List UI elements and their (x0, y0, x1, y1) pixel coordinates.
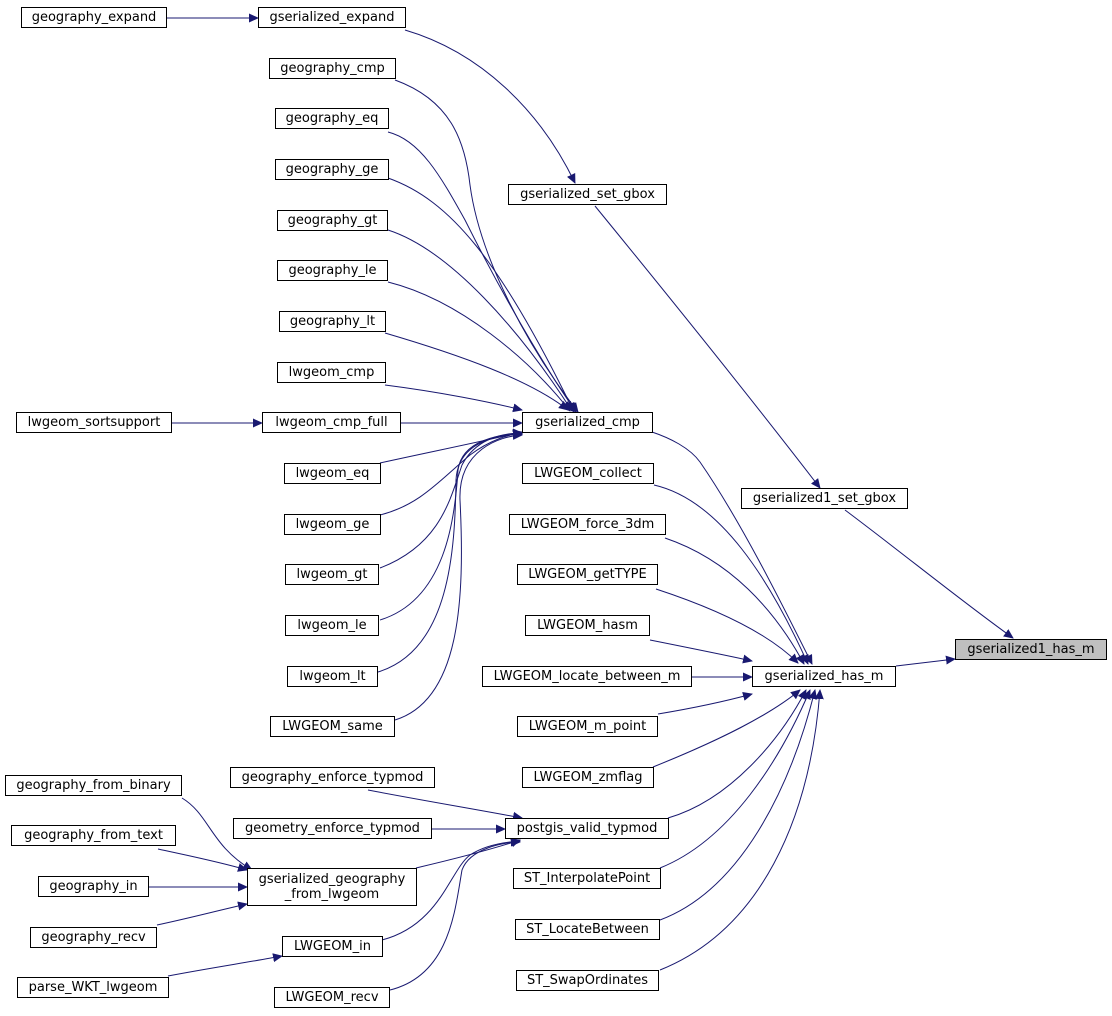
edge-geography_gt-gserialized_cmp (387, 229, 573, 412)
edge-geography_from_binary-gserialized_geography_from_lwgeom (181, 797, 253, 871)
edge-LWGEOM_hasm-gserialized_has_m (649, 639, 753, 664)
edge-geography_ge-gserialized_cmp (387, 177, 575, 413)
edge-LWGEOM_zmflag-gserialized_has_m (652, 689, 801, 768)
edge-ST_LocateBetween-gserialized_has_m (659, 689, 818, 921)
node-parse_WKT_lwgeom[interactable]: parse_WKT_lwgeom (17, 977, 169, 998)
edge-lwgeom_cmp-gserialized_cmp (384, 384, 523, 413)
node-gserialized_set_gbox[interactable]: gserialized_set_gbox (508, 184, 667, 205)
edge-LWGEOM_getTYPE-gserialized_has_m (655, 588, 799, 664)
node-geography_from_text[interactable]: geography_from_text (11, 825, 176, 846)
edge-LWGEOM_force_3dm-gserialized_has_m (664, 537, 805, 665)
node-lwgeom_cmp_full[interactable]: lwgeom_cmp_full (262, 412, 401, 433)
edge-ST_InterpolatePoint-gserialized_has_m (659, 689, 811, 869)
edge-LWGEOM_same-gserialized_cmp (394, 430, 523, 721)
node-geography_cmp[interactable]: geography_cmp (269, 58, 396, 79)
node-LWGEOM_zmflag[interactable]: LWGEOM_zmflag (522, 767, 654, 788)
node-LWGEOM_locate_between_m[interactable]: LWGEOM_locate_between_m (482, 666, 692, 687)
edge-LWGEOM_recv-postgis_valid_typmod (389, 837, 521, 991)
edge-ST_SwapOrdinates-gserialized_has_m (659, 689, 824, 971)
node-gserialized1_has_m-root: gserialized1_has_m (955, 639, 1107, 660)
node-gserialized_has_m[interactable]: gserialized_has_m (752, 666, 896, 687)
node-geography_from_binary[interactable]: geography_from_binary (5, 775, 182, 796)
node-lwgeom_ge[interactable]: lwgeom_ge (284, 514, 381, 535)
node-LWGEOM_hasm[interactable]: LWGEOM_hasm (525, 615, 650, 636)
node-gserialized_geography_from_lwgeom[interactable]: gserialized_geography _from_lwgeom (247, 868, 417, 906)
node-geography_le[interactable]: geography_le (277, 260, 388, 281)
node-geography_gt[interactable]: geography_gt (277, 210, 388, 231)
edge-lwgeom_lt-gserialized_cmp (377, 429, 523, 673)
edge-gserialized_expand-gserialized_set_gbox (404, 29, 576, 184)
node-lwgeom_cmp[interactable]: lwgeom_cmp (277, 362, 386, 383)
edge-LWGEOM_collect-gserialized_has_m (653, 484, 809, 665)
node-geography_expand[interactable]: geography_expand (21, 7, 167, 28)
node-geography_in[interactable]: geography_in (38, 876, 149, 897)
node-ST_SwapOrdinates[interactable]: ST_SwapOrdinates (516, 970, 659, 991)
node-gserialized_cmp[interactable]: gserialized_cmp (522, 412, 653, 433)
edge-lwgeom_ge-gserialized_cmp (379, 429, 523, 516)
edge-gserialized_geography_from_lwgeom-postgis_valid_typmod (415, 838, 521, 869)
edge-geography_eq-gserialized_cmp (387, 131, 577, 413)
edge-geography_from_text-gserialized_geography_from_lwgeom (157, 848, 248, 872)
node-LWGEOM_m_point[interactable]: LWGEOM_m_point (517, 716, 658, 737)
node-lwgeom_sortsupport[interactable]: lwgeom_sortsupport (16, 412, 172, 433)
node-lwgeom_lt[interactable]: lwgeom_lt (287, 666, 378, 687)
node-LWGEOM_collect[interactable]: LWGEOM_collect (522, 463, 654, 484)
node-LWGEOM_recv[interactable]: LWGEOM_recv (274, 987, 390, 1008)
node-lwgeom_eq[interactable]: lwgeom_eq (284, 463, 381, 484)
node-ST_LocateBetween[interactable]: ST_LocateBetween (515, 919, 660, 940)
edge-LWGEOM_in-postgis_valid_typmod (381, 837, 521, 941)
edge-geography_enforce_typmod-postgis_valid_typmod (367, 789, 523, 821)
node-LWGEOM_in[interactable]: LWGEOM_in (282, 936, 383, 957)
node-gserialized1_set_gbox[interactable]: gserialized1_set_gbox (741, 488, 908, 509)
node-LWGEOM_getTYPE[interactable]: LWGEOM_getTYPE (517, 564, 658, 585)
node-geography_lt[interactable]: geography_lt (279, 311, 386, 332)
node-geography_enforce_typmod[interactable]: geography_enforce_typmod (230, 767, 435, 788)
node-LWGEOM_force_3dm[interactable]: LWGEOM_force_3dm (509, 514, 666, 535)
edge-geography_le-gserialized_cmp (387, 281, 571, 412)
edge-parse_WKT_lwgeom-LWGEOM_in (167, 953, 283, 977)
node-LWGEOM_same[interactable]: LWGEOM_same (270, 716, 395, 737)
edge-postgis_valid_typmod-gserialized_has_m (667, 689, 807, 819)
edge-gserialized_has_m-gserialized1_has_m (895, 655, 956, 667)
node-ST_InterpolatePoint[interactable]: ST_InterpolatePoint (513, 868, 661, 889)
edge-geography_recv-gserialized_geography_from_lwgeom (156, 901, 248, 926)
node-postgis_valid_typmod[interactable]: postgis_valid_typmod (505, 818, 669, 839)
node-geometry_enforce_typmod[interactable]: geometry_enforce_typmod (233, 818, 432, 839)
edge-gserialized1_set_gbox-gserialized1_has_m (844, 509, 1014, 639)
edge-gserialized_cmp-gserialized_has_m (651, 431, 813, 665)
node-geography_ge[interactable]: geography_ge (275, 159, 389, 180)
node-lwgeom_gt[interactable]: lwgeom_gt (285, 564, 379, 585)
edge-lwgeom_le-gserialized_cmp (379, 429, 523, 621)
edge-LWGEOM_m_point-gserialized_has_m (657, 692, 753, 715)
node-geography_eq[interactable]: geography_eq (275, 108, 389, 129)
node-geography_recv[interactable]: geography_recv (30, 927, 157, 948)
node-gserialized_expand[interactable]: gserialized_expand (258, 7, 406, 28)
edge-gserialized_set_gbox-gserialized1_set_gbox (594, 205, 821, 489)
edge-geography_lt-gserialized_cmp (384, 332, 569, 411)
node-lwgeom_le[interactable]: lwgeom_le (285, 615, 379, 636)
edge-lwgeom_gt-gserialized_cmp (379, 428, 523, 569)
